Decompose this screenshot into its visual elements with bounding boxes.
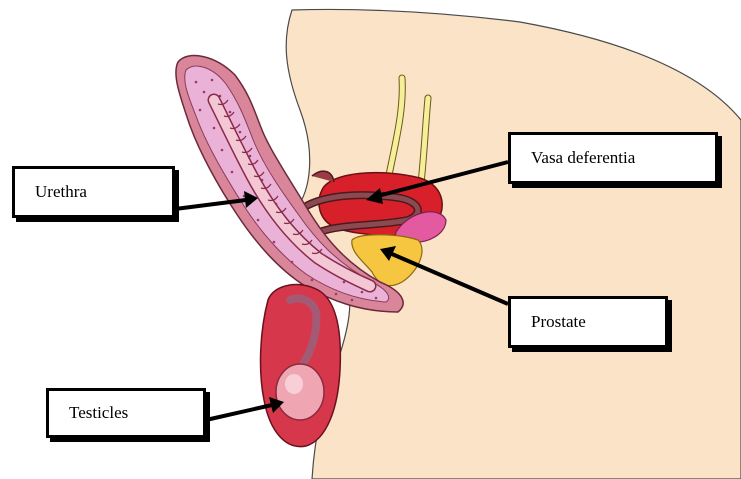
label-urethra-text: Urethra [35,182,87,202]
label-testicles-text: Testicles [69,403,128,423]
testicle-highlight [285,374,303,394]
label-vasa-deferentia-text: Vasa deferentia [531,148,635,168]
label-vasa-deferentia: Vasa deferentia [508,132,718,184]
label-prostate: Prostate [508,296,668,348]
label-testicles: Testicles [46,388,206,438]
testicles-arrow [206,405,272,420]
label-urethra: Urethra [12,166,175,218]
testicle [276,364,324,420]
label-prostate-text: Prostate [531,312,586,332]
